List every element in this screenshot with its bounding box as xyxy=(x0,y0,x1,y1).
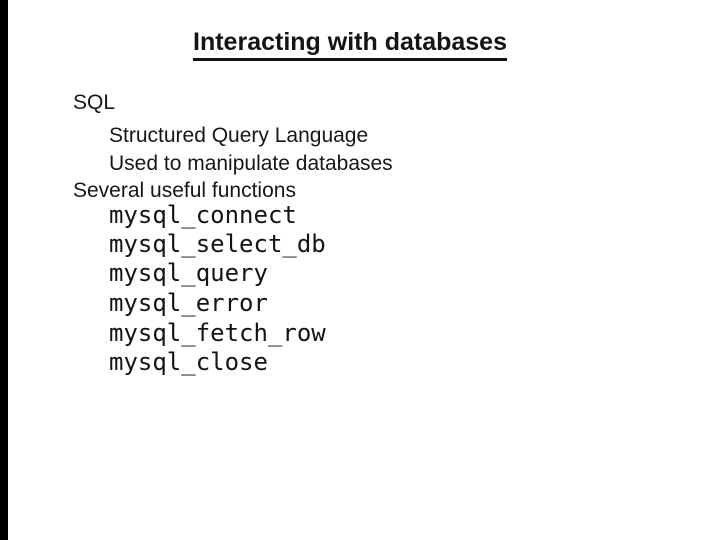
body-line-sql: SQL xyxy=(73,91,116,114)
code-line-mysql-connect: mysql_connect xyxy=(109,201,297,229)
code-line-mysql-query: mysql_query xyxy=(109,259,268,287)
body-line-structured-query-language: Structured Query Language xyxy=(109,124,369,147)
code-line-mysql-fetch-row: mysql_fetch_row xyxy=(109,319,326,347)
slide-title: Interacting with databases xyxy=(193,30,507,61)
slide-title-container: Interacting with databases xyxy=(0,30,700,61)
code-line-mysql-error: mysql_error xyxy=(109,289,268,317)
body-line-used-to-manipulate: Used to manipulate databases xyxy=(109,152,393,175)
body-line-several-useful-functions: Several useful functions xyxy=(73,179,296,202)
code-line-mysql-close: mysql_close xyxy=(109,348,268,376)
left-edge-bar xyxy=(0,0,8,540)
code-line-mysql-select-db: mysql_select_db xyxy=(109,230,326,258)
